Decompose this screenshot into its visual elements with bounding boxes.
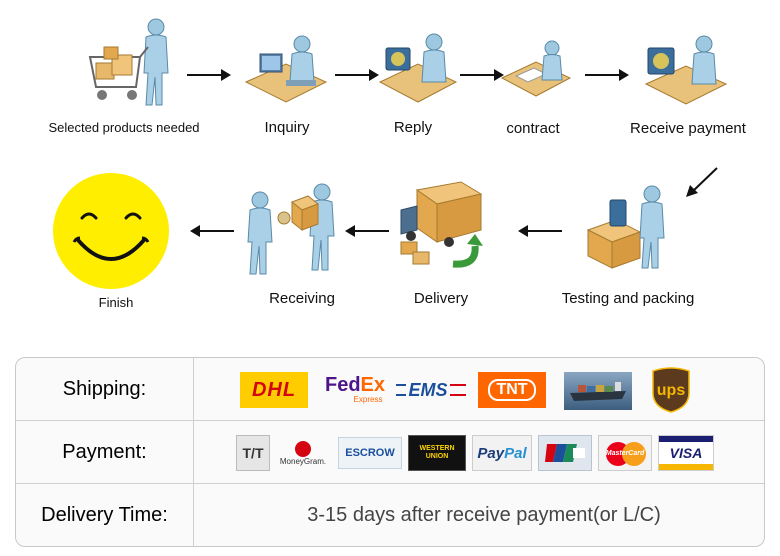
visa-logo: VISA	[658, 435, 714, 471]
step-label-contract: contract	[506, 120, 560, 137]
payment-row: Payment: T/T MoneyGram. ESCROW WESTERN U…	[16, 421, 764, 484]
delivery-time-label: Delivery Time:	[41, 503, 168, 526]
person-at-computer-icon	[244, 35, 328, 103]
shipping-row: Shipping: DHL FedEx Express EMS TNT	[16, 358, 764, 421]
step-receiving	[240, 180, 340, 276]
arrow-right-icon	[585, 69, 629, 81]
arrow-right-icon	[187, 69, 231, 81]
shipping-logos: DHL FedEx Express EMS TNT	[194, 358, 764, 420]
step-label-receiving: Receiving	[269, 290, 335, 307]
person-receiving-payment-icon	[644, 35, 728, 105]
step-label-testing: Testing and packing	[561, 290, 695, 307]
tnt-logo: TNT	[478, 372, 546, 408]
shopping-cart-person-icon	[88, 18, 169, 106]
step-label-selected: Selected products needed	[48, 120, 200, 135]
dhl-logo: DHL	[240, 372, 308, 408]
ems-stripes-icon	[449, 384, 466, 396]
arrow-right-icon	[460, 69, 504, 81]
mastercard-circles-icon	[622, 442, 646, 466]
table-column-divider	[193, 358, 194, 546]
tt-logo: T/T	[236, 435, 270, 471]
step-testing-packing	[582, 182, 672, 272]
moneygram-globe-icon	[295, 440, 311, 457]
step-finish	[52, 172, 170, 290]
step-label-delivery: Delivery	[413, 290, 469, 307]
step-label-inquiry: Inquiry	[264, 119, 310, 136]
cargo-ship-image	[564, 372, 632, 410]
step-contract	[500, 38, 572, 110]
payment-label: Payment:	[62, 440, 147, 463]
arrow-right-icon	[335, 69, 379, 81]
delivery-time-row: Delivery Time: 3-15 days after receive p…	[16, 484, 764, 546]
shipping-label: Shipping:	[62, 377, 147, 400]
arrow-down-left-icon	[686, 167, 718, 197]
step-label-finish: Finish	[98, 295, 134, 310]
ems-stripes-icon	[396, 384, 407, 396]
bank-card-logo	[538, 435, 592, 471]
info-table: Shipping: DHL FedEx Express EMS TNT	[15, 357, 765, 547]
arrow-left-icon	[345, 225, 389, 237]
step-receive-payment	[640, 32, 730, 112]
bank-card-icon	[545, 444, 585, 462]
step-selected-products	[82, 15, 182, 115]
step-delivery	[397, 180, 487, 272]
step-label-receive-payment: Receive payment	[630, 120, 746, 137]
visa-top-stripe	[659, 436, 713, 442]
person-signing-contract-icon	[500, 40, 572, 97]
people-handing-box-icon	[247, 183, 335, 275]
moneygram-logo: MoneyGram.	[274, 433, 332, 473]
step-reply	[376, 30, 460, 110]
fedex-logo: FedEx Express	[324, 373, 386, 404]
ups-logo: ups	[650, 366, 692, 414]
escrow-logo: ESCROW	[338, 437, 402, 469]
visa-bottom-stripe	[659, 464, 713, 470]
arrow-left-icon	[518, 225, 562, 237]
mastercard-logo: MasterCard	[598, 435, 652, 471]
delivery-time-value: 3-15 days after receive payment(or L/C)	[307, 503, 661, 526]
western-union-logo: WESTERN UNION	[408, 435, 466, 471]
person-replying-icon	[378, 33, 458, 103]
ups-shield-icon	[652, 367, 690, 413]
step-label-reply: Reply	[393, 119, 433, 136]
arrow-left-icon	[190, 225, 234, 237]
delivery-truck-icon	[400, 181, 483, 268]
smiley-face-icon	[53, 173, 169, 289]
step-inquiry	[240, 30, 330, 110]
cargo-ship-icon	[570, 382, 626, 401]
ems-logo: EMS	[396, 376, 466, 404]
person-packing-box-icon	[586, 185, 665, 269]
